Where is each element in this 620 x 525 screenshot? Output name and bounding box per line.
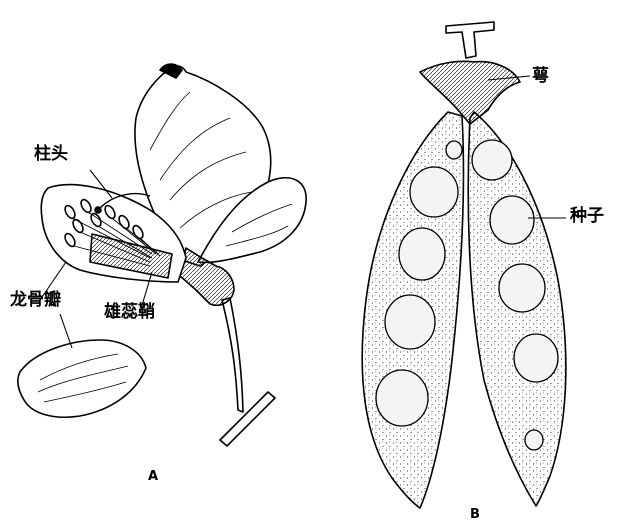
panel-label-b: B — [470, 508, 480, 521]
label-seed: 种子 — [570, 208, 604, 225]
label-keel: 龙骨瓣 — [10, 292, 61, 309]
flower-drawing — [18, 64, 306, 446]
pod-stalk — [446, 22, 494, 58]
panel-label-a: A — [148, 470, 158, 483]
pod-drawing — [362, 22, 566, 508]
detached-keel-petal — [18, 340, 146, 417]
label-stamen-sheath: 雄蕊鞘 — [104, 304, 155, 321]
pod-calyx — [420, 61, 520, 124]
leader-keel-petal — [60, 314, 72, 348]
label-stigma: 柱头 — [34, 146, 68, 163]
flower-stalk — [222, 298, 243, 412]
stem-stub — [220, 392, 275, 446]
label-calyx: 萼 — [532, 68, 549, 85]
